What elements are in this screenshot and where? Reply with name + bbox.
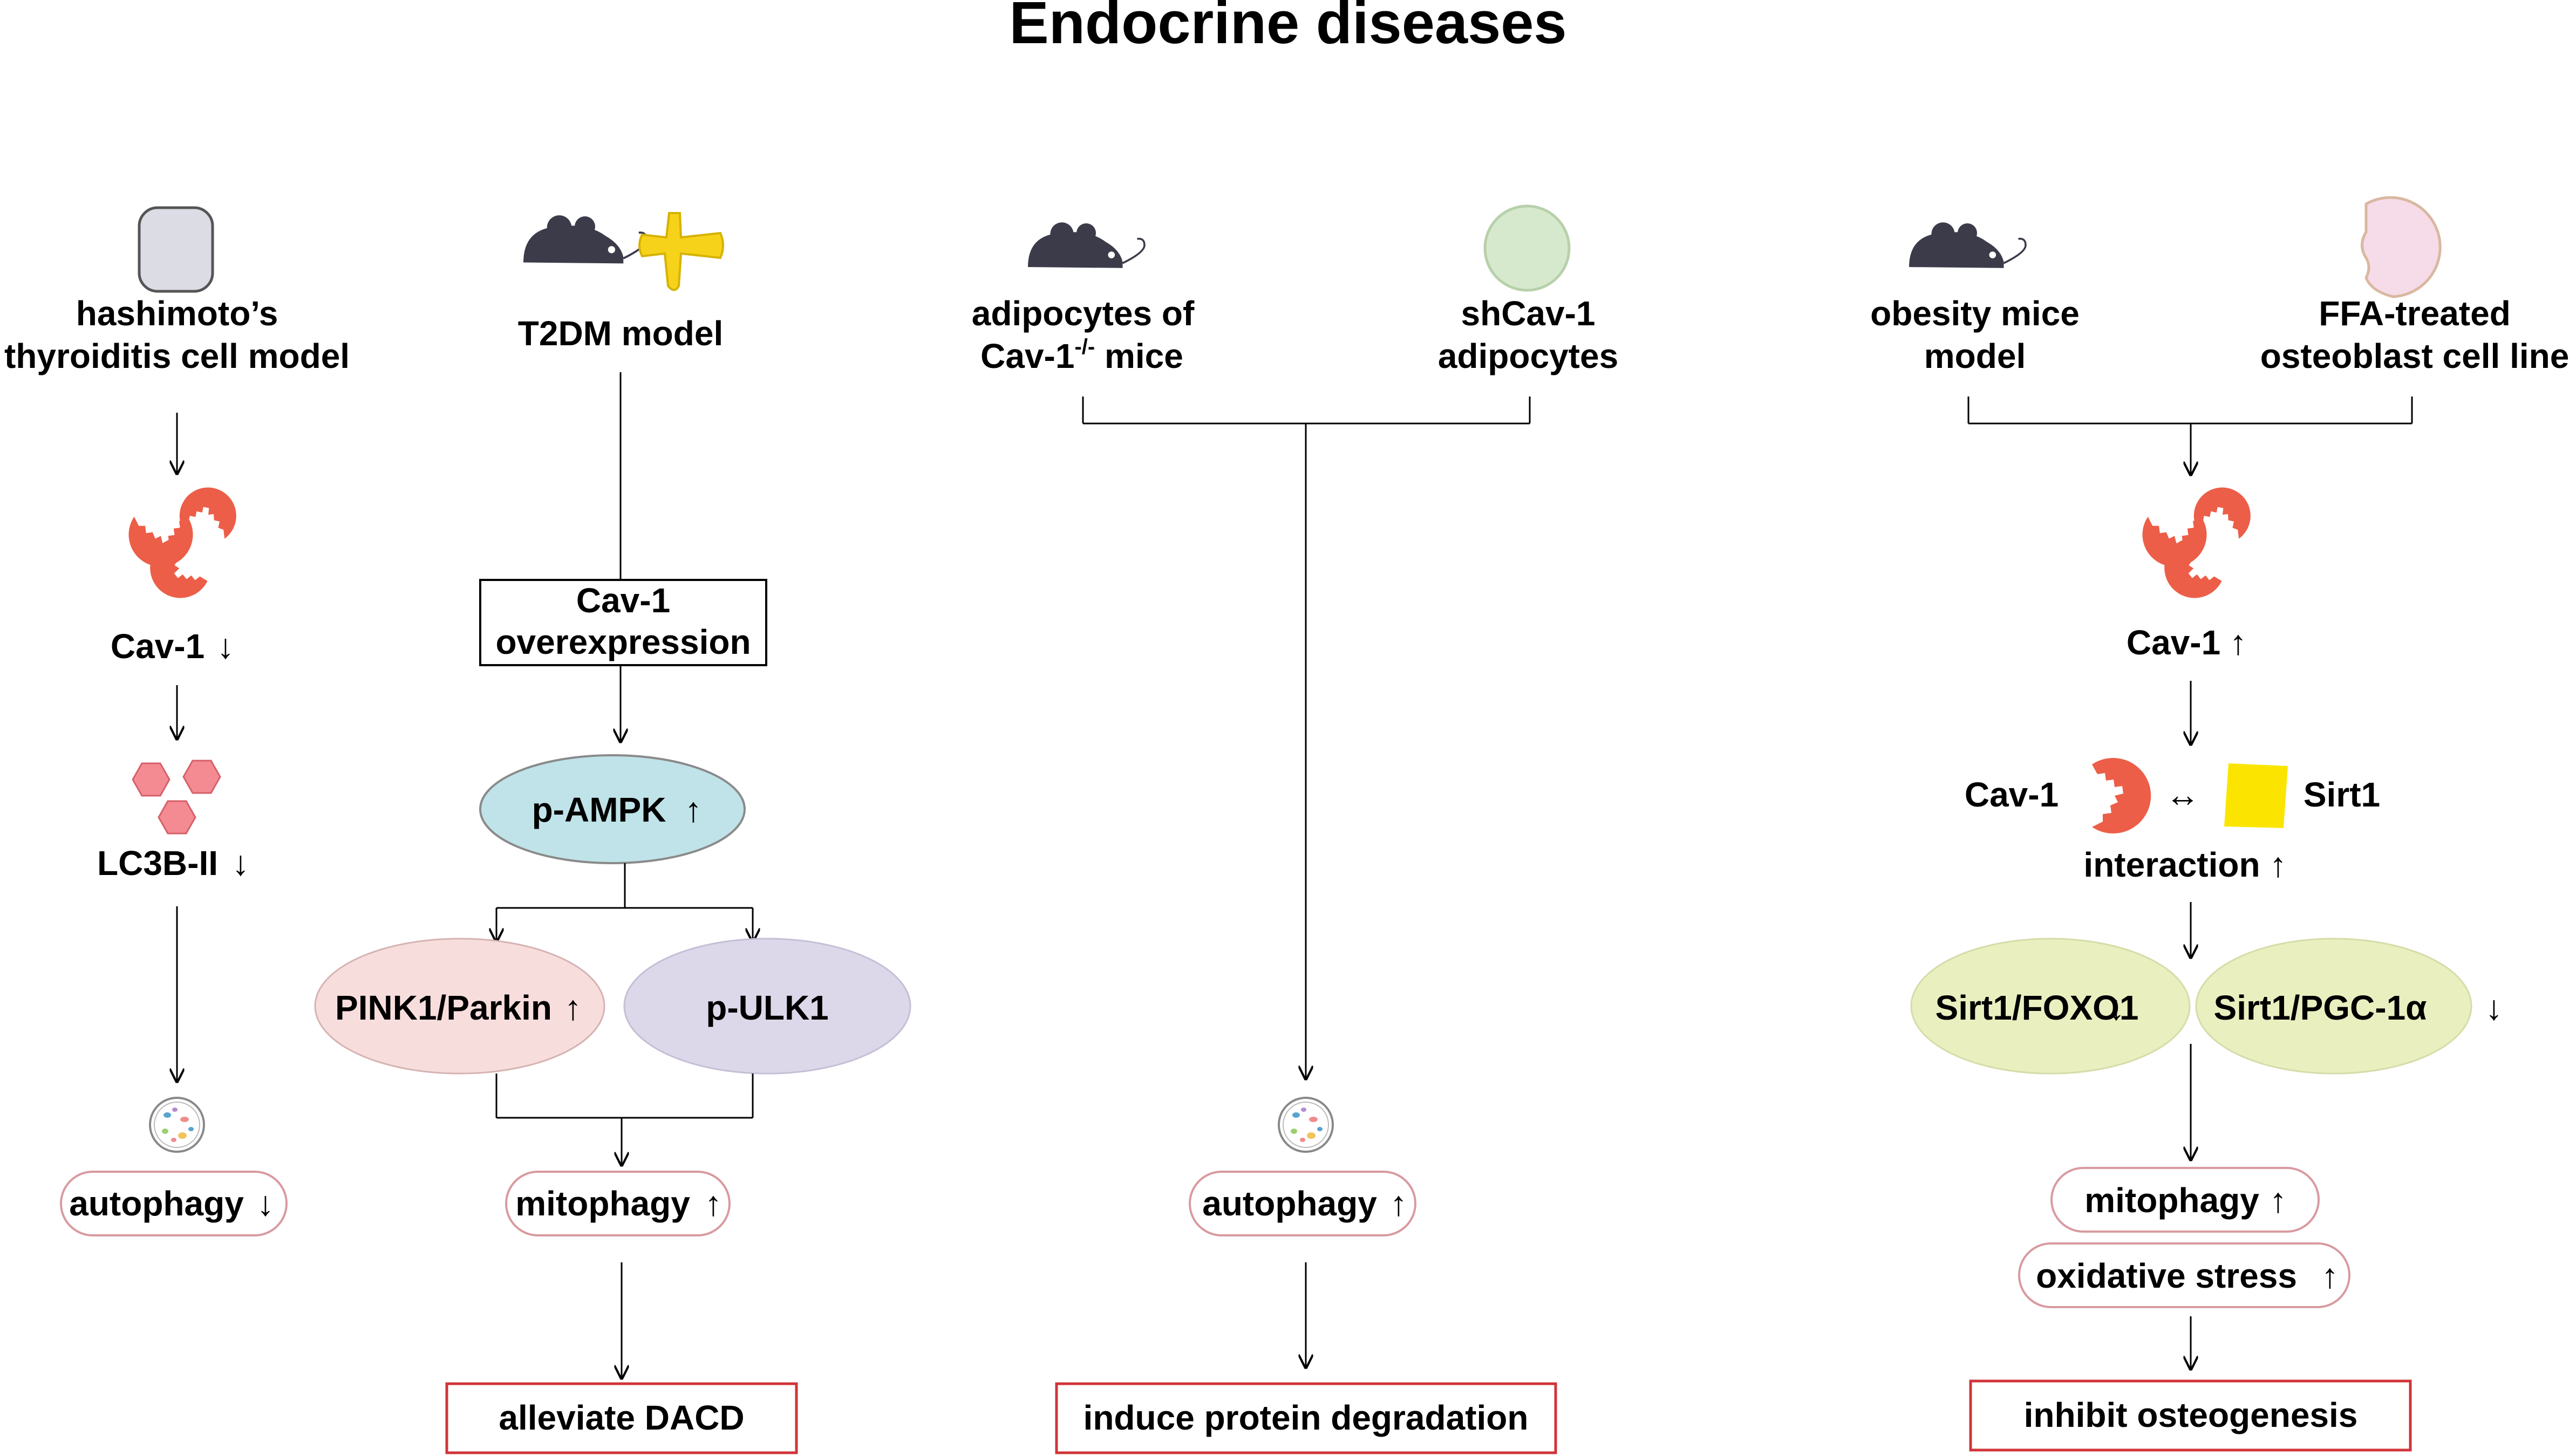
col2-pulk1-label: p-ULK1 [706,988,829,1027]
autophagosome-icon [1278,1097,1334,1153]
col1-cav1-down-arrow: ↓ [217,627,234,666]
col3-outcome-box [1055,1382,1557,1454]
col3-outcome-label: induce protein degradation [1083,1398,1529,1437]
col4-mitophagy-pill [2050,1167,2320,1233]
col4-interaction-sirt1-label: Sirt1 [2304,775,2380,814]
col4-outcome-label: inhibit osteogenesis [2024,1396,2358,1434]
col2-overexpression-box [479,579,767,666]
col3-left-line1: adipocytes of [972,294,1195,333]
col4-cav1-label: Cav-1 [2127,623,2220,662]
col4-sirt1-foxo1-label: Sirt1/FOXO1 [1936,988,2139,1027]
mouse-icon [522,214,648,265]
col4-outcome-box [1969,1379,2412,1452]
col2-pink-parkin-label: PINK1/Parkin [335,988,552,1027]
mouse-icon [1908,221,2027,269]
column-t2dm: T2DM model Cav-1 overexpression p-AMPK ↑… [314,212,911,1454]
col2-overexpression-line2: overexpression [495,623,751,661]
col2-mitophagy-pill [505,1171,731,1236]
col4-oxidative-stress-up-arrow: ↑ [2321,1256,2339,1295]
col1-model-line1: hashimoto’s [76,294,278,333]
col1-autophagy-down-arrow: ↓ [257,1184,274,1223]
col2-pulk1-node [623,938,911,1075]
col4-sirt1-pgc-node [2195,938,2472,1075]
col4-mitophagy-label: mitophagy [2084,1181,2259,1220]
col4-sirt1-pgc-down-arrow: ↓ [2485,988,2503,1027]
col2-pink-parkin-up-arrow: ↑ [564,988,582,1027]
col3-autophagy-pill [1189,1171,1416,1236]
col4-oxidative-stress-label: oxidative stress [2036,1256,2297,1295]
col2-pampk-label: p-AMPK [532,790,666,829]
tissue-icon [638,212,724,291]
autophagosome-icon [149,1097,205,1153]
col4-interaction-label: interaction [2083,845,2260,884]
col1-autophagy-pill [60,1171,288,1236]
col1-autophagy-label: autophagy [69,1184,244,1223]
col1-lc3b-label: LC3B-II [97,844,218,883]
col4-left-line2: model [1924,337,2026,375]
caveolin-icon [2092,758,2151,833]
col2-pink-parkin-node [314,938,605,1075]
col2-pampk-node [479,754,746,864]
page-title: Endocrine diseases [1009,0,1566,56]
col3-right-line2: adipocytes [1438,337,1618,375]
col1-cav1-label: Cav-1 [111,627,205,666]
col4-mitophagy-up-arrow: ↑ [2270,1181,2287,1220]
col1-lc3b-down-arrow: ↓ [232,844,249,883]
column-adipocytes: adipocytes of Cav-1-/- mice shCav-1 adip… [972,204,1618,1454]
col3-left-line2: Cav-1-/- mice [980,335,1183,375]
caveolin-icon [2142,479,2259,609]
col4-cav1-up-arrow: ↑ [2230,623,2247,662]
col3-autophagy-up-arrow: ↑ [1390,1184,1407,1223]
col4-right-line2: osteoblast cell line [2260,337,2570,375]
col3-autophagy-label: autophagy [1202,1184,1377,1223]
col4-left-line1: obesity mice [1870,294,2080,333]
bidirectional-arrow-icon: ↔ [2165,775,2200,814]
column-obesity: obesity mice model FFA-treated osteoblas… [1870,196,2570,1452]
col2-model-label: T2DM model [518,314,723,353]
lc3-icon [132,760,221,835]
col2-pampk-up-arrow: ↑ [685,790,702,829]
mouse-icon [1027,221,1146,269]
osteoblast-icon [2361,196,2442,298]
col3-right-line1: shCav-1 [1461,294,1596,333]
col2-overexpression-line1: Cav-1 [576,581,670,620]
thyroid-cell-icon [138,206,214,293]
col4-sirt1-foxo1-node [1910,938,2191,1075]
sirt1-icon [2224,763,2288,828]
col4-right-line1: FFA-treated [2319,294,2511,333]
col2-outcome-label: alleviate DACD [499,1398,744,1437]
col2-outcome-box [445,1382,798,1454]
col4-sirt1-foxo1-down-arrow: ↓ [2108,988,2125,1027]
col4-sirt1-pgc-label: Sirt1/PGC-1α [2214,988,2427,1027]
caveolin-icon [128,479,244,609]
col2-mitophagy-up-arrow: ↑ [705,1184,722,1223]
column-hashimoto: hashimoto’s thyroiditis cell model Cav-1… [4,206,350,1236]
col4-interaction-cav1-label: Cav-1 [1965,775,2059,814]
col4-oxidative-stress-pill [2018,1242,2350,1308]
col4-interaction-up-arrow: ↑ [2270,845,2287,884]
col1-model-line2: thyroiditis cell model [4,337,350,375]
col2-mitophagy-label: mitophagy [515,1184,690,1223]
adipocyte-icon [1483,204,1571,292]
